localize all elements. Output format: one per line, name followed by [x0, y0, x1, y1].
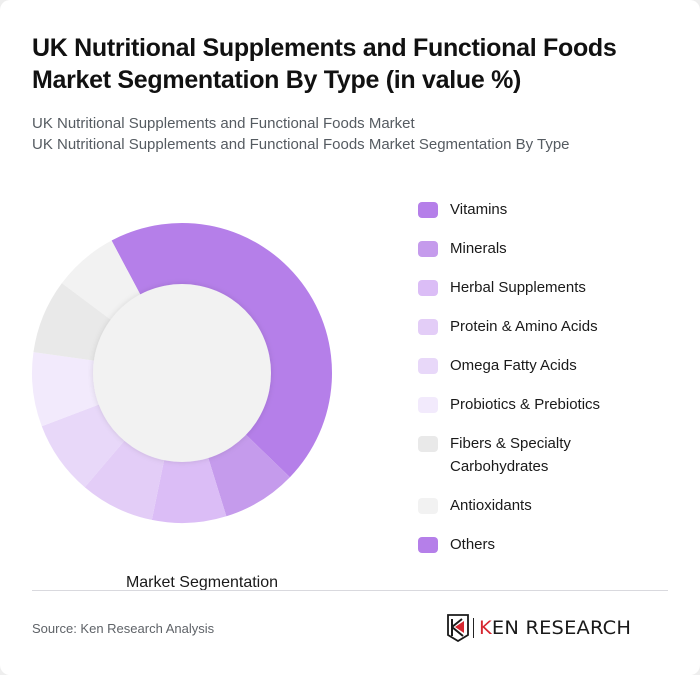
donut-slice-minerals[interactable]: [207, 433, 290, 517]
donut-slice-protein-amino-acids[interactable]: [84, 439, 165, 520]
ken-research-logo-icon: [447, 614, 469, 642]
legend-swatch: [418, 537, 438, 553]
legend-label: Minerals: [450, 240, 507, 257]
donut-slice-omega-fatty-acids[interactable]: [41, 403, 126, 488]
legend-label: Others: [450, 536, 496, 553]
legend-swatch: [418, 280, 438, 296]
legend-label: Herbal Supplements: [450, 279, 586, 296]
legend-item-others[interactable]: Others: [418, 533, 678, 556]
logo-separator: [473, 618, 474, 638]
chart-title: UK Nutritional Supplements and Functiona…: [32, 34, 617, 94]
legend-item-fibers-specialty-carbohydrates[interactable]: Fibers & Specialty Carbohydrates: [418, 432, 678, 478]
legend-swatch: [418, 498, 438, 514]
ken-research-logo: KEN RESEARCH: [447, 614, 631, 642]
donut-slice-antioxidants[interactable]: [61, 240, 142, 321]
legend-label: Antioxidants: [450, 497, 532, 514]
donut-chart: Market Segmentation: [20, 210, 350, 591]
legend-item-vitamins[interactable]: Vitamins: [418, 198, 678, 221]
logo-k: K: [479, 617, 492, 639]
legend-swatch: [418, 319, 438, 335]
legend-label: Protein & Amino Acids: [450, 318, 598, 335]
legend-item-minerals[interactable]: Minerals: [418, 237, 678, 260]
source-note: Source: Ken Research Analysis: [32, 621, 215, 636]
legend-item-herbal-supplements[interactable]: Herbal Supplements: [418, 276, 678, 299]
legend-item-omega-fatty-acids[interactable]: Omega Fatty Acids: [418, 354, 678, 377]
logo-text-rest: EN RESEARCH: [491, 617, 632, 639]
subtitle-line-2: UK Nutritional Supplements and Functiona…: [32, 136, 570, 153]
donut-svg: [31, 222, 333, 523]
legend-swatch: [418, 397, 438, 413]
legend-swatch: [418, 358, 438, 374]
legend-label: Vitamins: [450, 201, 508, 218]
donut-slice-probiotics-prebiotics[interactable]: [31, 352, 101, 427]
legend-swatch: [418, 202, 438, 218]
footer-divider: [32, 590, 668, 591]
legend-label: Omega Fatty Acids: [450, 357, 577, 374]
donut-slice-fibers-specialty-carbohydrates[interactable]: [33, 283, 113, 361]
legend-item-antioxidants[interactable]: Antioxidants: [418, 494, 678, 517]
legend-item-probiotics-prebiotics[interactable]: Probiotics & Prebiotics: [418, 393, 678, 416]
subtitle-line-1: UK Nutritional Supplements and Functiona…: [32, 115, 415, 132]
donut-hole: [93, 284, 271, 462]
chart-subtitle: UK Nutritional Supplements and Functiona…: [32, 113, 570, 155]
legend-label: Probiotics & Prebiotics: [450, 396, 601, 413]
legend-swatch: [418, 241, 438, 257]
logo-wordmark: KEN RESEARCH: [479, 617, 631, 639]
donut-slice-herbal-supplements[interactable]: [151, 456, 227, 523]
legend-label: Fibers & Specialty Carbohydrates: [450, 435, 571, 475]
legend-swatch: [418, 436, 438, 452]
legend-item-protein-amino-acids[interactable]: Protein & Amino Acids: [418, 315, 678, 338]
